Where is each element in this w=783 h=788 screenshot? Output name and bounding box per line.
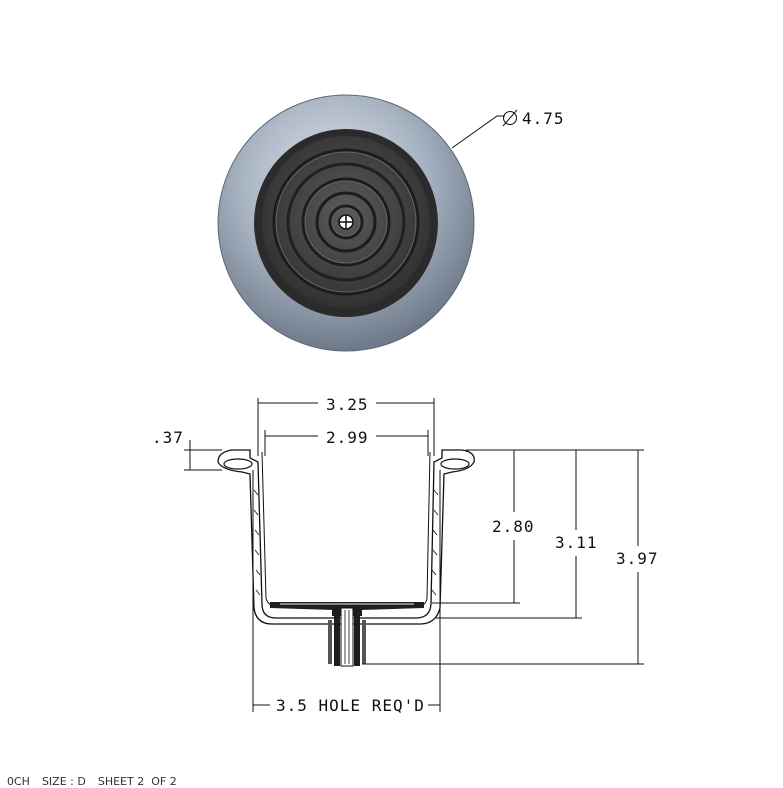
flange-height-label: .37 <box>152 428 184 447</box>
dim-hole: 3.5 HOLE REQ'D <box>252 470 441 715</box>
diameter-leader <box>451 115 505 149</box>
dim-flange-height: .37 <box>152 428 222 471</box>
left-flange-lip <box>223 458 253 470</box>
dim-depth-inner: 2.80 <box>432 449 535 604</box>
drawing-number: 0CH <box>7 775 30 788</box>
hole-label: 3.5 HOLE REQ'D <box>276 696 425 715</box>
outer-width-label: 3.25 <box>326 395 369 414</box>
sheet-number: SHEET 2 OF 2 <box>97 775 177 788</box>
inner-width-label: 2.99 <box>326 428 369 447</box>
top-view: 4.75 <box>217 94 565 352</box>
total-height-label: 3.97 <box>616 549 659 568</box>
sheet-size: SIZE : D <box>41 775 86 788</box>
drain-tube <box>328 607 366 667</box>
depth-outer-label: 3.11 <box>555 533 598 552</box>
cup-inner-wall <box>261 451 431 607</box>
dim-outer-width: 3.25 <box>257 395 435 456</box>
side-view: 3.25 2.99 .37 2.80 <box>152 395 659 715</box>
diameter-label: 4.75 <box>522 109 565 128</box>
insert-ribs <box>272 148 420 296</box>
cup-outer-shell <box>217 449 475 625</box>
right-flange-lip <box>440 458 470 470</box>
depth-inner-label: 2.80 <box>492 517 535 536</box>
diameter-symbol-icon <box>502 109 518 127</box>
dim-depth-outer: 3.11 <box>436 449 598 619</box>
dim-inner-width: 2.99 <box>264 428 429 456</box>
dim-total-height: 3.97 <box>362 449 659 665</box>
title-block: 0CH SIZE : D SHEET 2 OF 2 <box>0 762 189 788</box>
